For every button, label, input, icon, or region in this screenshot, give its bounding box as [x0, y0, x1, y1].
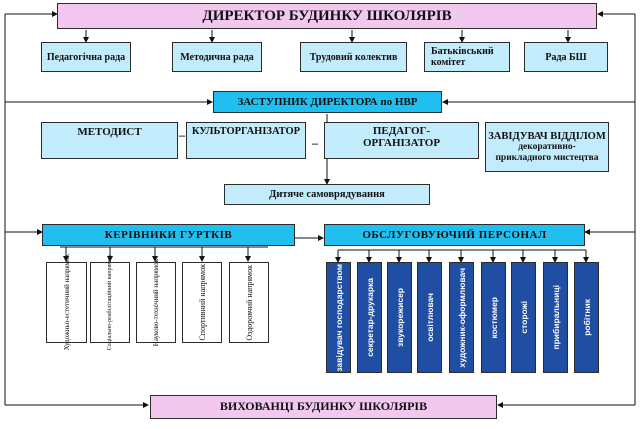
direction-item: Художньо-естетичний напрямок [46, 254, 87, 351]
staff-item: завідувач господарством [326, 262, 351, 373]
service-staff-box: ОБСЛУГОВУЮЧИЙ ПЕРСОНАЛ [324, 224, 585, 246]
staff-item: художник-оформлювач [449, 262, 474, 373]
council-school-house: Рада БШ [524, 42, 608, 72]
staff-item: секретар-друкарка [357, 262, 382, 373]
staff-item: костюмер [481, 262, 506, 373]
staff-item: звукорежисер [387, 262, 412, 373]
council-parents-committee: Батьківський комітет [424, 42, 510, 72]
direction-item: Спортивний напрямок [182, 262, 222, 343]
council-labor-collective: Трудовий колектив [300, 42, 407, 72]
pedagogue-organizer-box: ПЕДАГОГ-ОРГАНІЗАТОР [324, 122, 479, 159]
council-pedagogical: Педагогічна рада [41, 42, 131, 72]
direction-item: Науково-технічний напрямок [136, 259, 176, 346]
head-department-box: ЗАВІДУВАЧ ВІДДІЛОМ декоративно-прикладно… [485, 122, 609, 172]
self-government-box: Дитяче самоврядування [224, 184, 430, 205]
council-methodical: Методична рада [172, 42, 262, 72]
culture-organizer-box: КУЛЬТОРГАНІЗАТОР [186, 122, 306, 159]
deputy-director-box: ЗАСТУПНИК ДИРЕКТОРА по НВР [213, 91, 442, 113]
staff-item: робітник [574, 262, 599, 373]
direction-item: Соціально-реабілітаційний напрямок [90, 255, 130, 350]
direction-item: Оздоровчий напрямок [229, 262, 269, 343]
dash-separator: – [312, 136, 318, 150]
club-leaders-box: КЕРІВНИКИ ГУРТКІВ [42, 224, 295, 246]
staff-item: прибиральниці [543, 262, 568, 373]
staff-item: освітлювач [417, 262, 442, 373]
director-box: ДИРЕКТОР БУДИНКУ ШКОЛЯРІВ [57, 3, 597, 29]
methodist-box: МЕТОДИСТ [41, 122, 178, 159]
staff-item: сторожі [511, 262, 536, 373]
pupils-box: ВИХОВАНЦІ БУДИНКУ ШКОЛЯРІВ [150, 395, 497, 419]
director-label: ДИРЕКТОР БУДИНКУ ШКОЛЯРІВ [202, 7, 452, 24]
dash-separator: – [179, 128, 185, 142]
